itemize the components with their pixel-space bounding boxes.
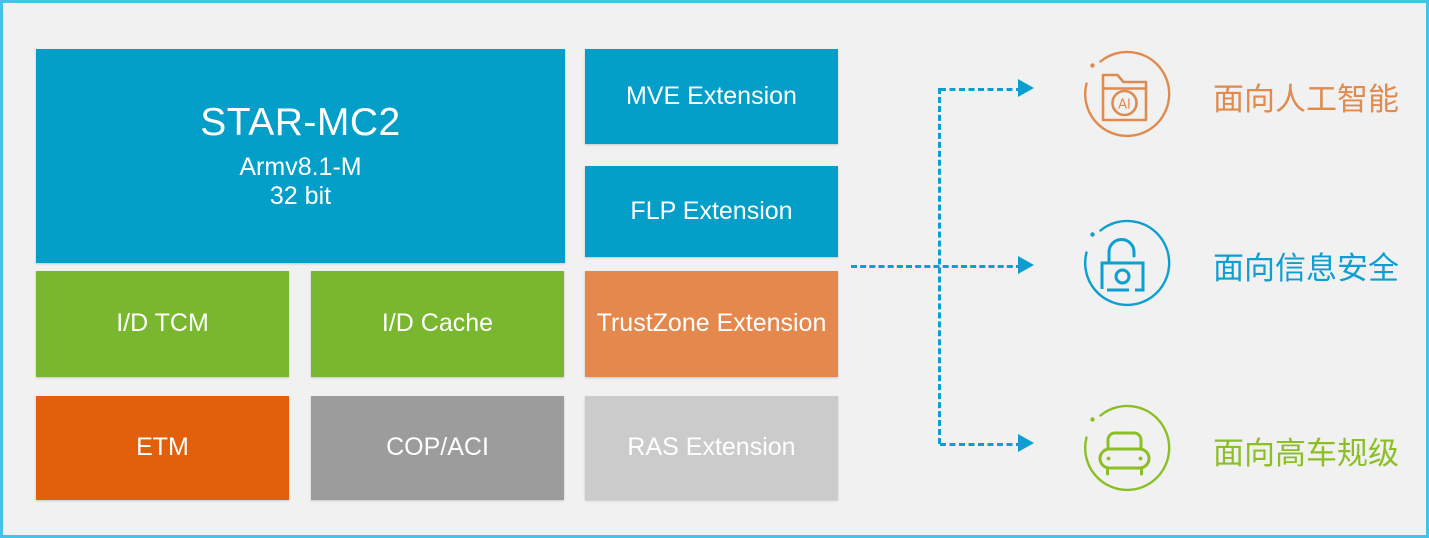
block-label: RAS Extension — [627, 433, 796, 462]
block-id-cache[interactable]: I/D Cache — [311, 271, 564, 377]
connector-branch-ai — [940, 88, 1022, 91]
feature-label-security: 面向信息安全 — [1213, 251, 1399, 287]
connector-branch-auto — [940, 443, 1022, 446]
feature-label-ai: 面向人工智能 — [1213, 82, 1399, 118]
block-trustzone-extension[interactable]: TrustZone Extension — [585, 271, 838, 377]
block-cop-aci[interactable]: COP/ACI — [311, 396, 564, 500]
block-label: FLP Extension — [630, 196, 793, 225]
core-arch: Armv8.1-M — [239, 152, 362, 181]
arrow-head-ai — [1018, 79, 1034, 97]
open-lock-icon — [1078, 219, 1171, 312]
block-star-mc2[interactable]: STAR-MC2 Armv8.1-M 32 bit — [36, 49, 565, 263]
svg-text:AI: AI — [1118, 98, 1131, 113]
feature-row-automotive[interactable]: 面向高车规级 — [1078, 404, 1399, 497]
block-label: I/D Cache — [381, 309, 494, 338]
block-etm[interactable]: ETM — [36, 396, 289, 500]
block-label: ETM — [136, 433, 189, 462]
block-ras-extension[interactable]: RAS Extension — [585, 396, 838, 500]
block-id-tcm[interactable]: I/D TCM — [36, 271, 289, 377]
car-icon — [1078, 404, 1171, 497]
block-label: I/D TCM — [116, 309, 209, 338]
arrow-head-auto — [1018, 434, 1034, 452]
block-mve-extension[interactable]: MVE Extension — [585, 49, 838, 144]
ai-folder-icon: AI — [1078, 50, 1171, 143]
feature-label-automotive: 面向高车规级 — [1213, 436, 1399, 472]
block-label: COP/ACI — [386, 433, 489, 462]
block-label: MVE Extension — [626, 81, 797, 110]
core-bits: 32 bit — [269, 182, 332, 210]
feature-row-ai[interactable]: AI 面向人工智能 — [1078, 50, 1399, 143]
core-title: STAR-MC2 — [200, 101, 401, 145]
connector-branch-security — [851, 265, 1022, 268]
block-label: TrustZone Extension — [596, 309, 827, 338]
arrow-head-security — [1018, 256, 1034, 274]
block-flp-extension[interactable]: FLP Extension — [585, 166, 838, 257]
feature-row-security[interactable]: 面向信息安全 — [1078, 219, 1399, 312]
